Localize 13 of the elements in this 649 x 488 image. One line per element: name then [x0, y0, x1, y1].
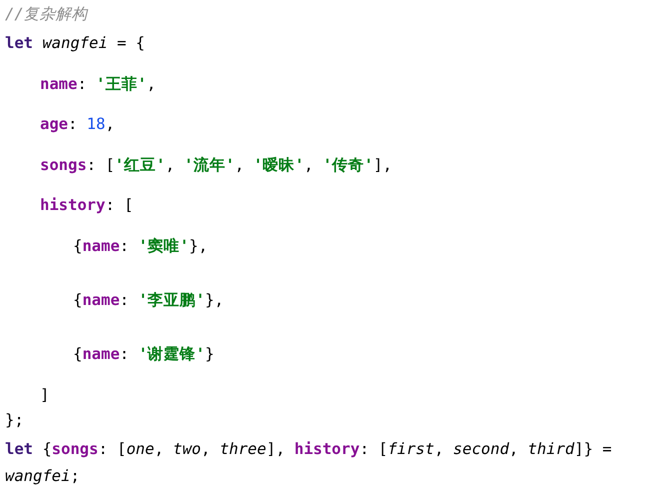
code-line: age: 18, — [40, 114, 115, 134]
code-line: {name: '窦唯'}, — [73, 236, 208, 256]
code-line: }; — [5, 410, 24, 430]
code-line: {name: '李亚鹏'}, — [73, 290, 224, 310]
code-line: let wangfei = { — [5, 33, 145, 53]
code-line: ] — [40, 385, 50, 405]
code-line: songs: ['红豆', '流年', '暧昧', '传奇'], — [40, 155, 392, 175]
code-line: let {songs: [one, two, three], history: [first, second, third]} = — [5, 439, 612, 459]
code-line: {name: '谢霆锋'} — [73, 344, 214, 364]
code-line: wangfei; — [5, 466, 80, 486]
code-line: name: '王菲', — [40, 74, 156, 94]
code-line: history: [ — [40, 195, 134, 215]
code-comment: //复杂解构 — [5, 4, 88, 24]
